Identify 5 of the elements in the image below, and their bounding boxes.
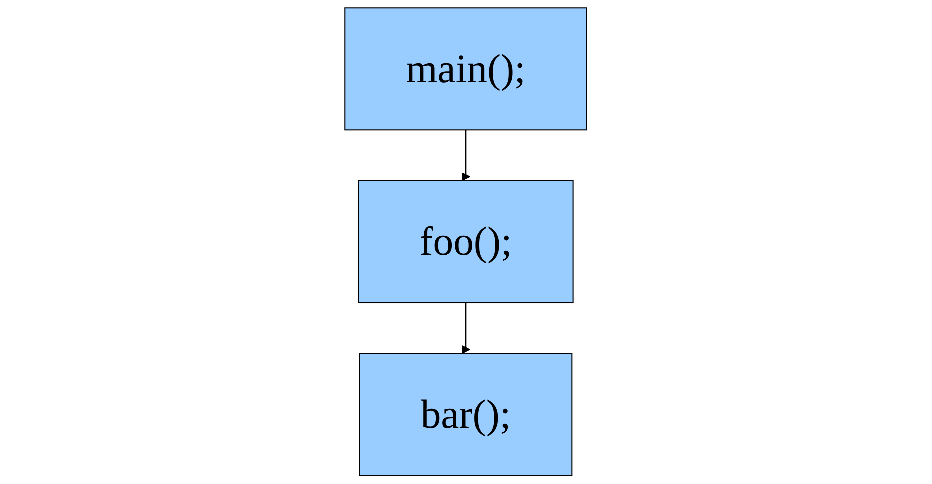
- node-box: main();: [344, 8, 588, 131]
- arrow: [462, 130, 470, 182]
- node-box: bar();: [359, 353, 573, 476]
- arrow: [462, 302, 470, 354]
- node-box: foo();: [358, 180, 574, 304]
